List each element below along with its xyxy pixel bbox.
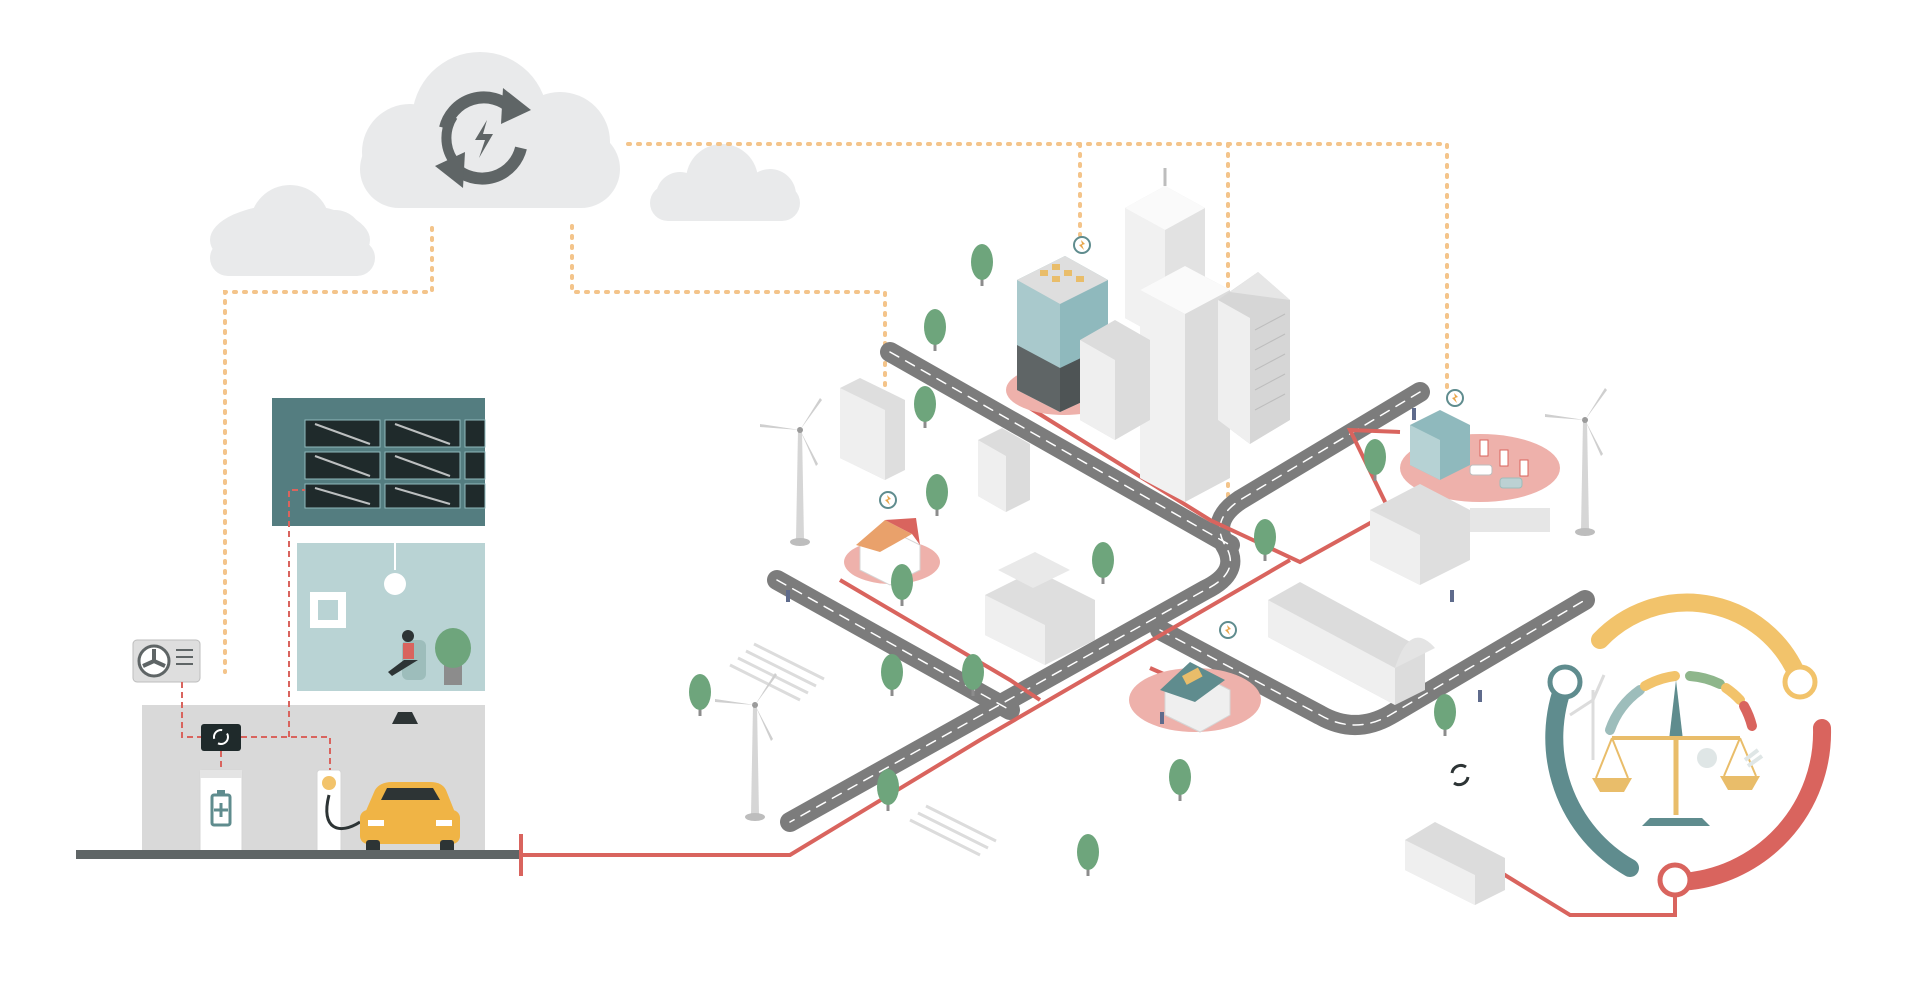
gauge-arc-left xyxy=(1545,673,1639,877)
home-battery xyxy=(199,769,243,855)
ev-charger-icon xyxy=(322,776,336,790)
gauge-inner-yellow xyxy=(1640,671,1680,691)
gauge-node-right xyxy=(1782,664,1818,700)
grid-service-building xyxy=(1405,763,1505,905)
low-buildings-left xyxy=(985,552,1095,665)
ev-charger xyxy=(316,769,361,855)
building-left xyxy=(840,378,905,480)
cloud-main xyxy=(360,52,620,208)
energy-balance-gauge xyxy=(1545,593,1832,898)
sun-icon xyxy=(1697,748,1717,768)
crosswalks xyxy=(729,642,997,857)
ceiling-lamp xyxy=(384,573,406,595)
house-solar-center xyxy=(1160,662,1231,733)
skyscraper-main xyxy=(1140,266,1230,502)
building-block xyxy=(978,428,1030,512)
home-inverter xyxy=(201,724,241,751)
energy-sync-cycle-icon xyxy=(435,88,531,188)
pedestrians xyxy=(786,408,1482,724)
home-cutaway xyxy=(76,398,521,859)
warehouse xyxy=(1268,582,1435,705)
energy-sync-icon xyxy=(213,729,229,745)
scale-icon xyxy=(1569,674,1764,826)
building-midrise xyxy=(1080,320,1150,440)
gauge-needle xyxy=(1669,680,1683,740)
industrial-block xyxy=(1370,484,1550,585)
gauge-arc-top xyxy=(1591,593,1809,691)
city-buildings xyxy=(729,168,1550,905)
cloud-small-left xyxy=(210,185,375,276)
electric-car xyxy=(360,782,460,854)
cloud-small-right xyxy=(650,144,800,221)
turbine-mini xyxy=(1569,674,1606,760)
skyscraper-right xyxy=(1218,272,1290,444)
potted-plant xyxy=(435,628,471,685)
ac-unit xyxy=(132,639,201,683)
gauge-inner-red xyxy=(1739,701,1757,731)
gauge-node-bottom xyxy=(1657,862,1693,898)
charging-hub-teal xyxy=(1410,410,1529,489)
gauge-inner-teal xyxy=(1605,685,1645,735)
gauge-arc-right xyxy=(1671,719,1832,891)
ground-line xyxy=(76,850,521,859)
gauge-node-left xyxy=(1547,664,1583,700)
gauge-inner-green xyxy=(1685,671,1725,689)
energy-sync-icon xyxy=(1450,763,1470,787)
person-reading xyxy=(388,630,426,680)
plug-icon xyxy=(1743,748,1764,768)
gauge-inner-yellow-right xyxy=(1721,683,1745,705)
